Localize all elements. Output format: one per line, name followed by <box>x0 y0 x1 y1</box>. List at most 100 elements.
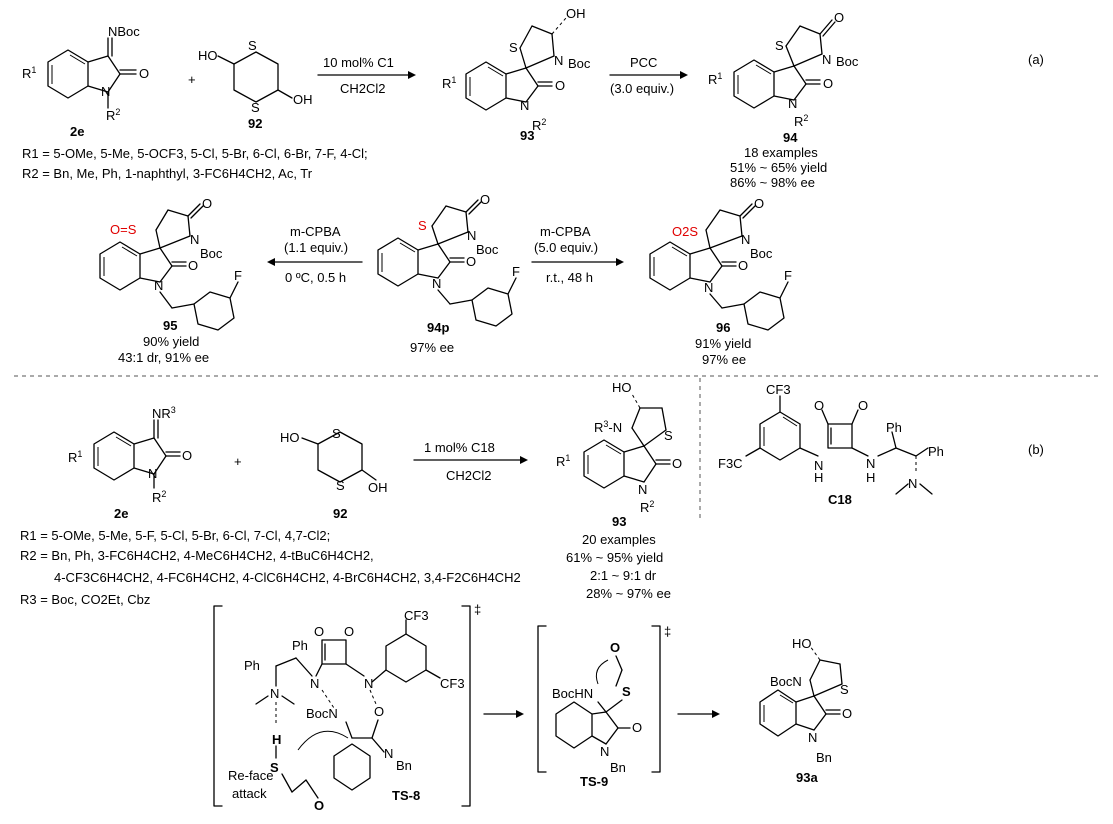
ee-96: 97% ee <box>702 352 746 367</box>
carbonyl-o: O <box>139 66 149 81</box>
ho-93b: HO <box>612 380 632 395</box>
boc-95: Boc <box>200 246 223 261</box>
o-top-96: O <box>754 196 764 211</box>
ee-93b: 28% ~ 97% ee <box>586 586 671 601</box>
arrow-2-a: PCC (3.0 equiv.) <box>609 55 688 96</box>
r1-94: R1 <box>708 71 722 87</box>
o1-c18: O <box>814 398 824 413</box>
arrow2-above: PCC <box>630 55 657 70</box>
equiv-left: (1.1 equiv.) <box>284 240 348 255</box>
n-indole-96: N <box>704 280 713 295</box>
cf3-ts8-right: CF3 <box>440 676 465 691</box>
n-indole-94p: N <box>432 276 441 291</box>
n2-ts8: N <box>364 676 373 691</box>
r1-2e-b: R1 <box>68 449 82 465</box>
arrow-below-b: CH2Cl2 <box>446 468 492 483</box>
o-93: O <box>555 78 565 93</box>
ph1-ts8: Ph <box>292 638 308 653</box>
o-ts8: O <box>374 704 384 719</box>
r2-93b: R2 <box>640 499 654 515</box>
label-ts8: TS-8 <box>392 788 420 803</box>
label-c18: C18 <box>828 492 852 507</box>
dagger-ts9: ‡ <box>664 624 671 639</box>
ee-94p: 97% ee <box>410 340 454 355</box>
plus-a: + <box>188 72 196 87</box>
arrow-curve-ts9 <box>595 659 609 685</box>
n-96: N <box>741 232 750 247</box>
nh2-c18: N <box>866 456 875 471</box>
label-94: 94 <box>783 130 798 145</box>
sulfoxide-text: O=S <box>110 222 137 237</box>
catalyst-c18: CF3 F3C N H O O N H Ph Ph N C18 <box>718 382 944 507</box>
s-ts8: S <box>270 760 279 775</box>
compound-92-a: S S HO OH 92 <box>198 38 313 131</box>
label-94p: 94p <box>427 320 449 335</box>
h1-c18: H <box>814 470 823 485</box>
o2-ts8: O <box>344 624 354 639</box>
arrow1-above: 10 mol% C1 <box>323 55 394 70</box>
attack-text: attack <box>232 786 267 801</box>
oh-text: OH <box>293 92 313 107</box>
yield-95: 90% yield <box>143 334 199 349</box>
bn-ts9: Bn <box>610 760 626 775</box>
n1-ts8: N <box>310 676 319 691</box>
cond-right: r.t., 48 h <box>546 270 593 285</box>
f3c-c18: F3C <box>718 456 743 471</box>
bn-93a: Bn <box>816 750 832 765</box>
reagent-left: m-CPBA <box>290 224 341 239</box>
yield-96: 91% yield <box>695 336 751 351</box>
arrow-right-a: m-CPBA (5.0 equiv.) r.t., 48 h <box>531 224 624 285</box>
ho-93a: HO <box>792 636 812 651</box>
indole-n: N <box>101 84 110 99</box>
r2-2e-b: R2 <box>152 489 166 505</box>
h-ts8: H <box>272 732 281 747</box>
label-2e-b: 2e <box>114 506 128 521</box>
label-92-a: 92 <box>248 116 262 131</box>
oh-b: OH <box>368 480 388 495</box>
compound-93-a: S OH N Boc O N R2 R1 93 <box>442 6 591 143</box>
r2-list-b1: R2 = Bn, Ph, 3-FC6H4CH2, 4-MeC6H4CH2, 4-… <box>20 548 374 563</box>
compound-94p: S O N Boc O N F 94p 97% ee <box>377 192 520 355</box>
imine-nboc-text: NBoc <box>108 24 140 39</box>
panel-b-label: (b) <box>1028 442 1044 457</box>
compound-93a: HO BocN S O N Bn 93a <box>759 636 852 785</box>
bochn-ts9: BocHN <box>552 686 593 701</box>
boc-94: Boc <box>836 54 859 69</box>
n-94: N <box>822 52 831 67</box>
o-95: O <box>188 258 198 273</box>
compound-92-b: S S HO OH 92 <box>280 426 388 521</box>
r2-94: R2 <box>794 113 808 129</box>
n-ts8: N <box>384 746 393 761</box>
panel-a-label: (a) <box>1028 52 1044 67</box>
oh-93: OH <box>566 6 586 21</box>
o-93b: O <box>672 456 682 471</box>
dr-93b: 2:1 ~ 9:1 dr <box>590 568 657 583</box>
o-top-95: O <box>202 196 212 211</box>
compound-96: O2S O N Boc O N F 96 91% yield 97% ee <box>649 196 792 367</box>
label-95: 95 <box>163 318 177 333</box>
label-92-b: 92 <box>333 506 347 521</box>
o-94p: O <box>466 254 476 269</box>
arrow2-below: (3.0 equiv.) <box>610 81 674 96</box>
n-94p: N <box>467 228 476 243</box>
arrow1-below: CH2Cl2 <box>340 81 386 96</box>
n-95: N <box>190 232 199 247</box>
arrow-b: 1 mol% C18 CH2Cl2 <box>413 440 528 483</box>
label-ts9: TS-9 <box>580 774 608 789</box>
arrow-above-b: 1 mol% C18 <box>424 440 495 455</box>
arrowhead-ts8-ts9 <box>516 710 524 718</box>
bocn-ts8: BocN <box>306 706 338 721</box>
r2-list-a: R2 = Bn, Me, Ph, 1-naphthyl, 3-FC6H4CH2,… <box>22 166 313 181</box>
arrowhead-ts9-93a <box>712 710 720 718</box>
ho-text: HO <box>198 48 218 63</box>
dr-95: 43:1 dr, 91% ee <box>118 350 209 365</box>
r3-list-b: R3 = Boc, CO2Et, Cbz <box>20 592 150 607</box>
s-bottom-b: S <box>336 478 345 493</box>
examples-94: 18 examples <box>744 145 818 160</box>
s-top-b: S <box>332 426 341 441</box>
n-ts9: N <box>600 744 609 759</box>
ph2-ts8: Ph <box>244 658 260 673</box>
r3n-text: R3-N <box>594 419 622 435</box>
ho-b: HO <box>280 430 300 445</box>
